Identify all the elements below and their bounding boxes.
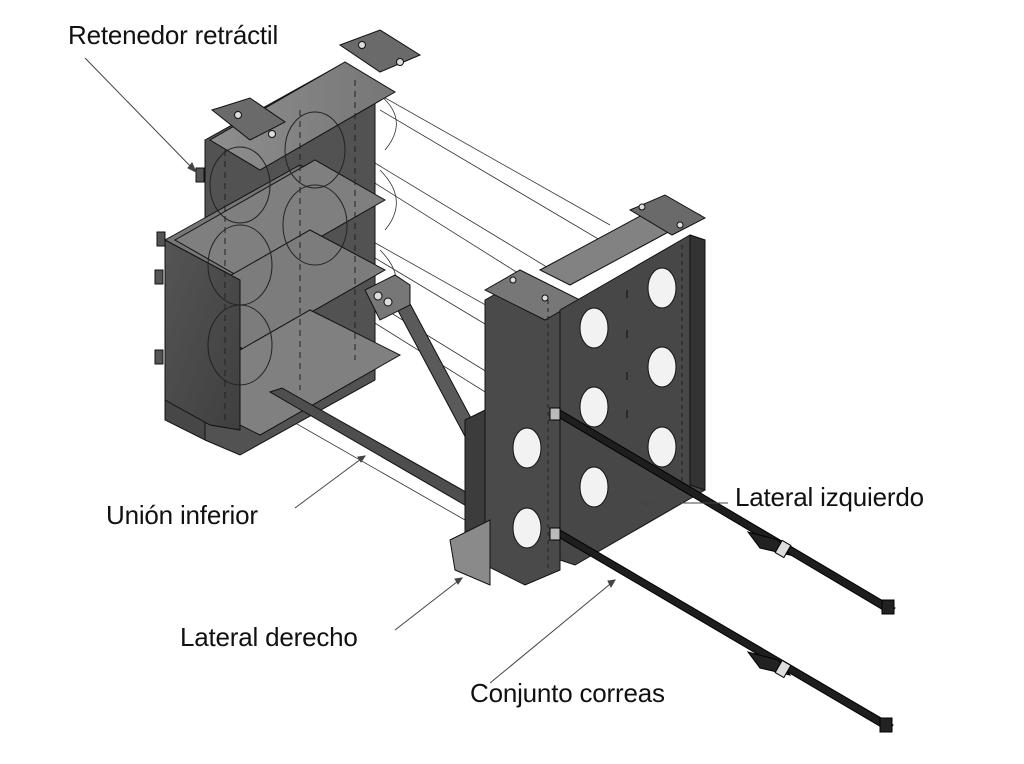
leader-lines <box>84 57 728 684</box>
arrow-icon <box>187 162 198 174</box>
label-lateral-derecho: Lateral derecho <box>180 622 358 652</box>
strap-assembly <box>549 407 896 733</box>
left-side-panel <box>538 194 707 566</box>
label-retenedor-retractil: Retenedor retráctil <box>68 20 279 50</box>
label-union-inferior: Unión inferior <box>106 500 258 530</box>
arrow-icon <box>454 577 464 585</box>
label-conjunto-correas: Conjunto correas <box>470 678 665 708</box>
leader-correas <box>489 579 616 684</box>
leader-retenedor <box>84 57 197 173</box>
leader-lat-der <box>394 577 463 631</box>
label-lateral-izquierdo: Lateral izquierdo <box>735 482 924 512</box>
right-side-panel <box>449 269 582 586</box>
leader-union <box>294 455 366 509</box>
arrow-icon <box>638 499 649 507</box>
retractable-retainer <box>154 29 422 456</box>
arrow-icon <box>607 579 616 589</box>
arrow-icon <box>357 455 367 463</box>
